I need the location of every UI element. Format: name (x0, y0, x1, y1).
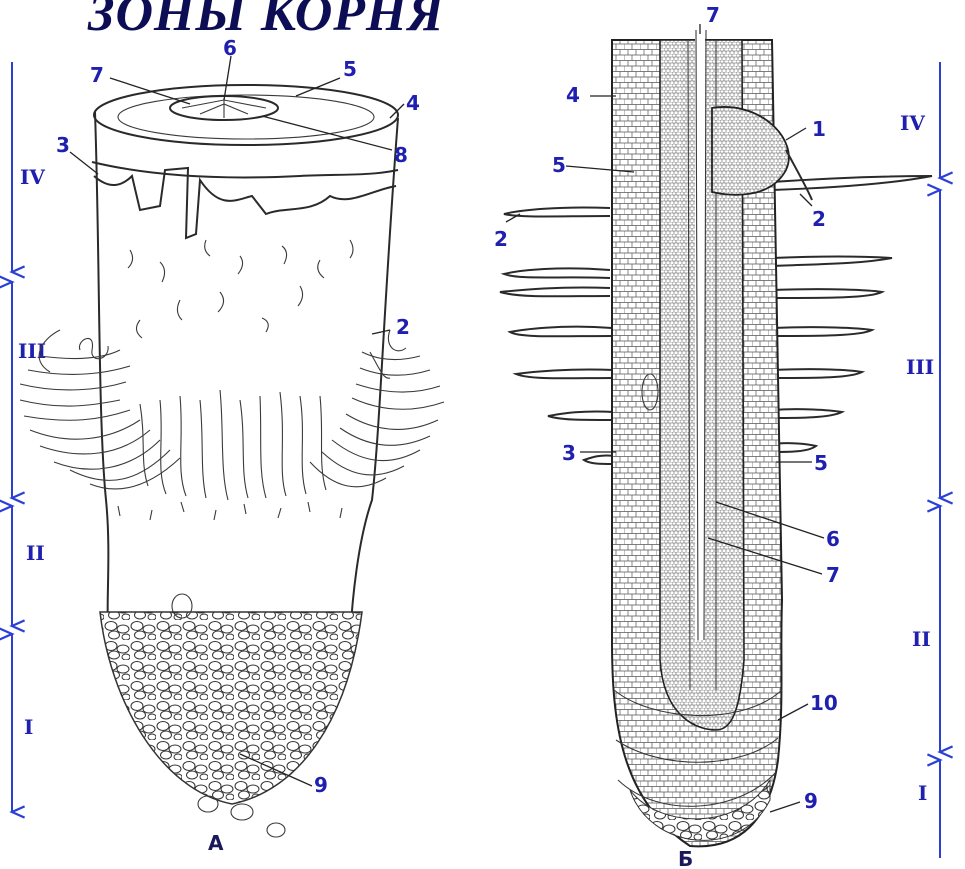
label-a-6: 6 (223, 36, 237, 60)
panel-a-letter: А (208, 831, 224, 855)
root-hairs (20, 330, 444, 500)
panel-b-zone-iv: IV (900, 111, 925, 135)
young-hair-stubs (118, 502, 342, 520)
panel-b-zone-ii: II (912, 627, 931, 651)
panel-b-letter: Б (678, 847, 693, 869)
label-b-7-bottom: 7 (826, 563, 840, 587)
cortex-ring (118, 95, 374, 139)
label-a-2: 2 (396, 315, 410, 339)
label-a-8: 8 (394, 143, 408, 167)
label-a-3: 3 (56, 133, 70, 157)
label-b-7-top: 7 (706, 3, 720, 27)
panel-b-drawing: 7 4 1 5 2 2 3 5 6 7 10 9 Б IV III II I (494, 3, 940, 869)
sloughed-cell (267, 823, 285, 837)
label-b-6: 6 (826, 527, 840, 551)
label-a-9: 9 (314, 773, 328, 797)
sloughed-cell (231, 804, 253, 820)
label-b-1: 1 (812, 117, 826, 141)
lateral-root-primordium (712, 107, 789, 195)
label-b-2-right: 2 (812, 207, 826, 231)
panel-a-zone-i: I (24, 715, 33, 739)
hair-remnants (128, 240, 353, 338)
label-b-2-left: 2 (494, 227, 508, 251)
label-b-9: 9 (804, 789, 818, 813)
label-a-4: 4 (406, 91, 420, 115)
label-a-7: 7 (90, 63, 104, 87)
label-b-5-bottom: 5 (814, 451, 828, 475)
panel-a-zone-iii: III (18, 339, 46, 363)
peeling-epidermis (94, 168, 396, 238)
label-b-4: 4 (566, 83, 580, 107)
panel-b-zone-iii: III (906, 355, 934, 379)
label-b-10: 10 (810, 691, 838, 715)
xylem-rays (182, 98, 266, 118)
root-cross-section (94, 85, 398, 145)
sloughed-cell (198, 796, 218, 812)
panel-a-drawing: IV III II I (12, 36, 444, 855)
root-body-outline (95, 112, 398, 640)
label-b-3: 3 (562, 441, 576, 465)
outer-layer-edge (92, 162, 398, 177)
emerging-lateral-root (786, 150, 812, 200)
label-a-5: 5 (343, 57, 357, 81)
panel-a-zone-ii: II (26, 541, 45, 565)
panel-a-zone-iv: IV (20, 165, 45, 189)
label-b-5-top: 5 (552, 153, 566, 177)
panel-b-zone-i: I (918, 781, 927, 805)
